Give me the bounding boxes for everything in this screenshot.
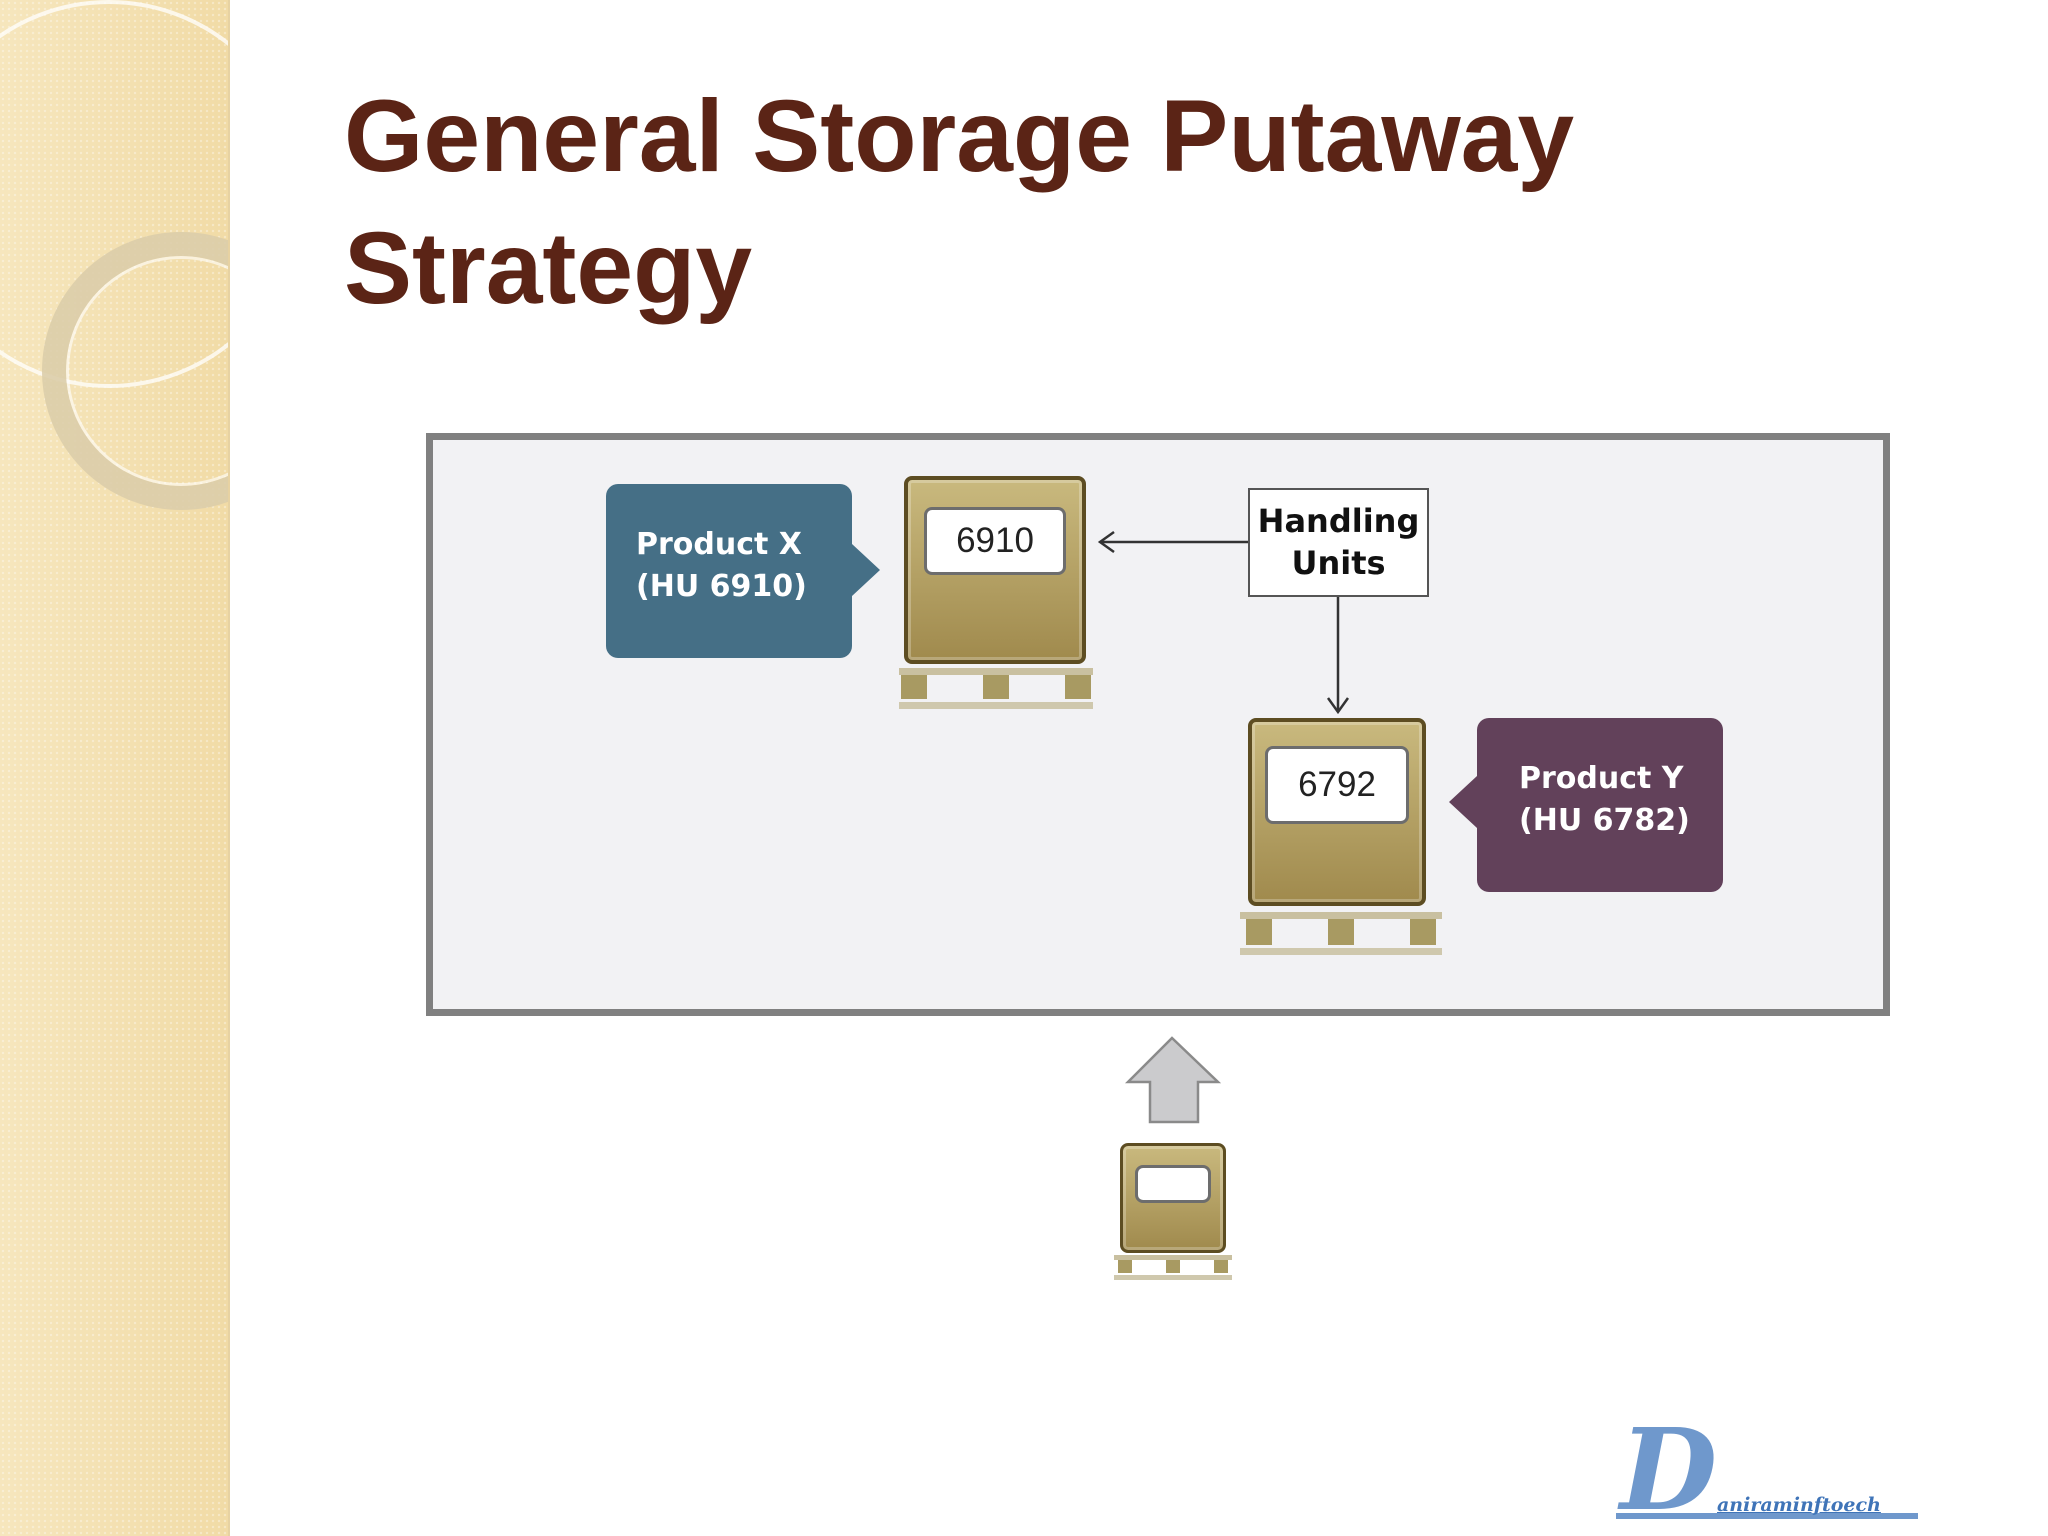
pallet-block: [1410, 919, 1436, 945]
handling-unit-6910: 6910: [899, 476, 1093, 714]
pallet-bottom-board: [1114, 1275, 1232, 1280]
pallet-block: [1065, 675, 1091, 699]
product-y-name: Product Y: [1519, 761, 1684, 796]
decorative-sidebar: [0, 0, 230, 1536]
company-logo: D: [1616, 1425, 1918, 1521]
product-y-callout: Product Y (HU 6782): [1449, 718, 1723, 892]
pallet-block: [983, 675, 1009, 699]
hu-number-label: 6910: [924, 507, 1066, 575]
hu-number-label: 6792: [1265, 746, 1409, 824]
pallet-top-board: [1240, 912, 1442, 919]
pallet-top-board: [899, 668, 1093, 675]
pallet-block: [1214, 1260, 1228, 1273]
logo-letter: D: [1617, 1425, 1717, 1521]
pallet-block: [901, 675, 927, 699]
handling-unit-6792: 6792: [1240, 718, 1442, 958]
up-arrow-icon: [1124, 1036, 1222, 1124]
handling-units-label: Handling Units: [1248, 488, 1429, 597]
callout-pointer: [852, 544, 880, 596]
pallet-bottom-board: [1240, 948, 1442, 955]
pallet-block: [1118, 1260, 1132, 1273]
product-x-callout: Product X (HU 6910): [606, 484, 880, 658]
pallet-top-board: [1114, 1255, 1232, 1260]
pallet-block: [1246, 919, 1272, 945]
logo-text: aniraminftoech: [1717, 1494, 1881, 1516]
pallet-bottom-board: [899, 702, 1093, 709]
slide-title: General Storage Putaway Strategy: [344, 79, 1575, 325]
pallet-block: [1166, 1260, 1180, 1273]
product-y-hu: (HU 6782): [1519, 803, 1690, 838]
product-x-hu: (HU 6910): [636, 569, 807, 604]
product-x-name: Product X: [636, 527, 802, 562]
pallet-block: [1328, 919, 1354, 945]
logo-underline: [1616, 1513, 1918, 1519]
incoming-handling-unit: [1114, 1143, 1232, 1281]
empty-hu-label: [1135, 1165, 1211, 1203]
callout-pointer: [1449, 776, 1477, 828]
